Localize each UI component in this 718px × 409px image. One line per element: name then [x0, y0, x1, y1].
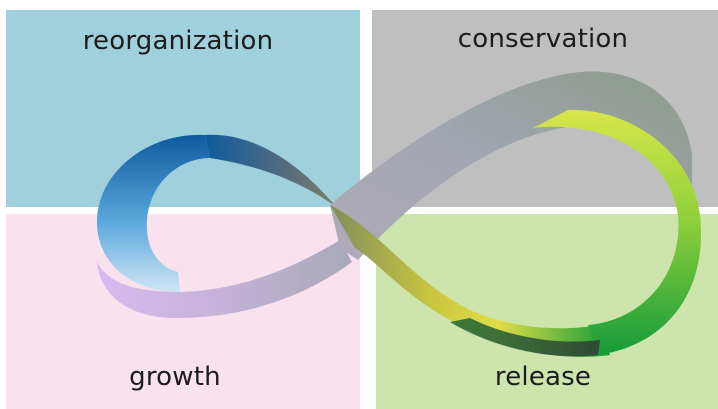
loop-crossing-band	[330, 71, 692, 260]
loop-right-shadow	[450, 318, 600, 357]
loop-right-front-band	[533, 109, 702, 355]
loop-bottom-left-band	[97, 240, 352, 318]
loop-left-top-band	[205, 134, 360, 225]
growth-label: growth	[129, 362, 221, 392]
conservation-label: conservation	[457, 24, 629, 54]
release-label: release	[494, 362, 592, 392]
reorganization-label: reorganization	[82, 26, 274, 56]
loop-left-back-band	[96, 134, 210, 292]
